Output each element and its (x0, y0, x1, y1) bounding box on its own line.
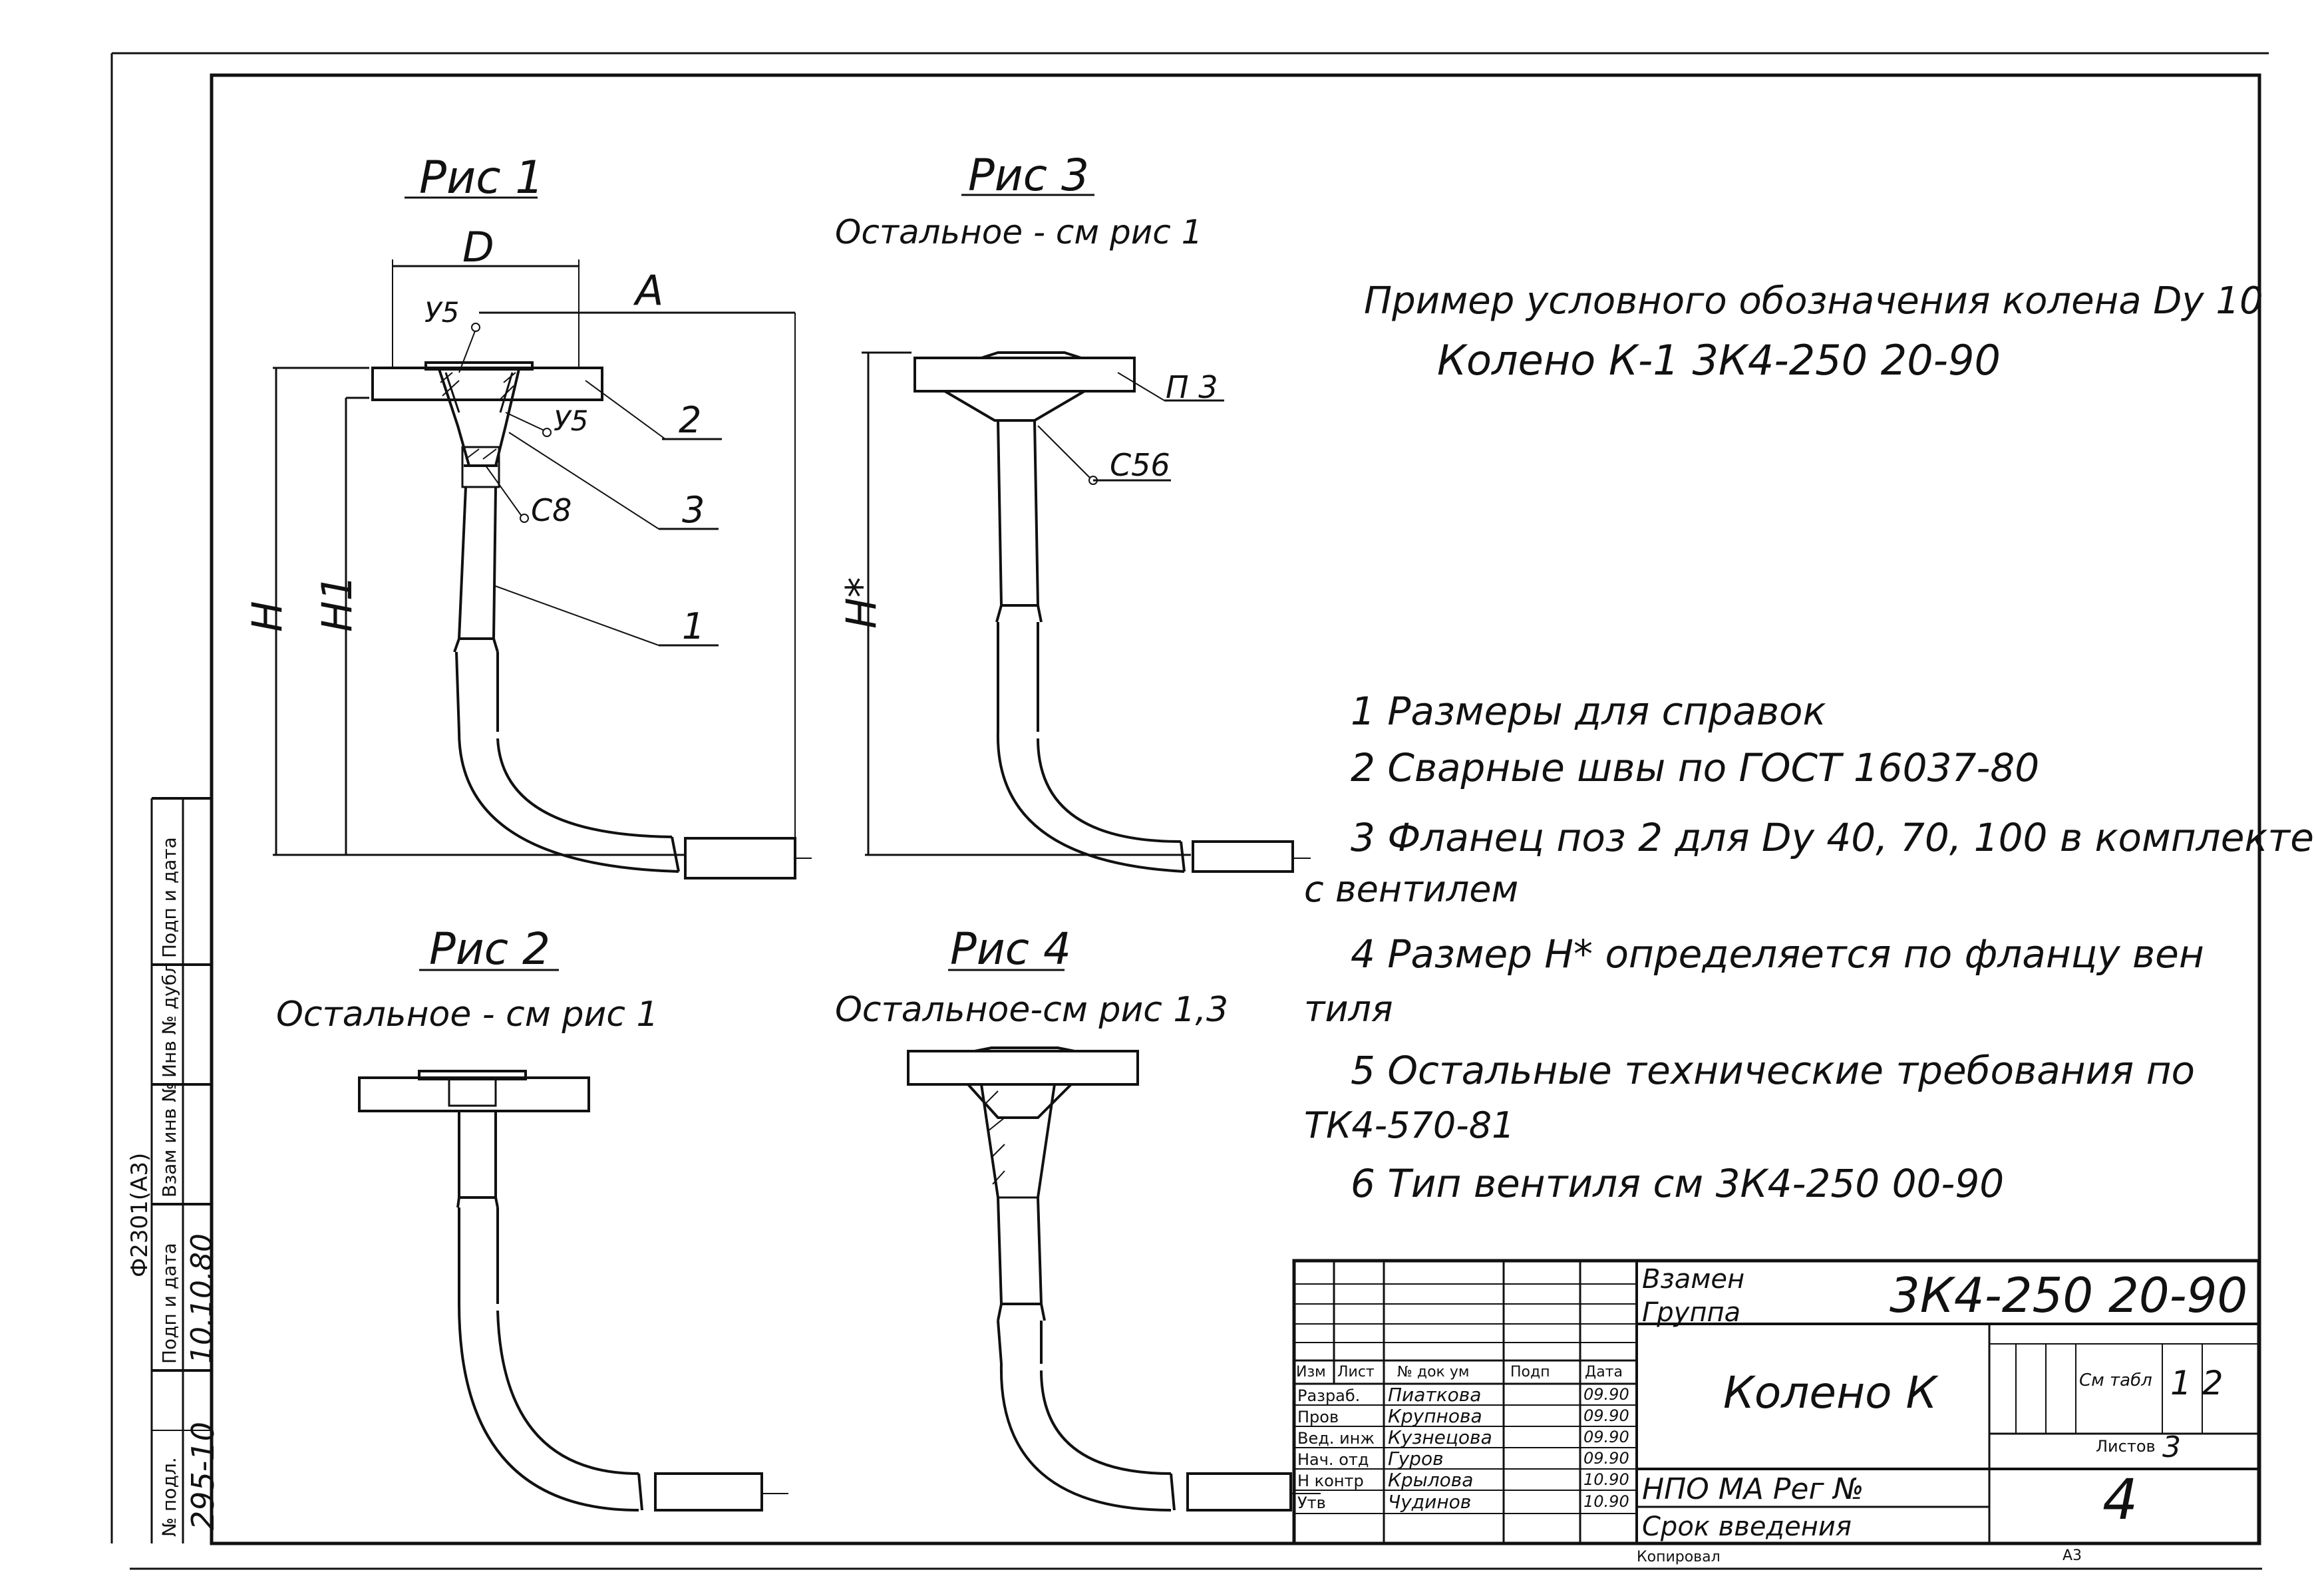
tb-row-date: 09.90 (1583, 1406, 1629, 1425)
tb-replace-label: Взамен (1642, 1264, 1745, 1295)
fig1-weld-right: У5 (554, 404, 589, 437)
strip-replace-inv-label: Взам инв № (158, 1082, 180, 1197)
tb-row-date: 09.90 (1583, 1385, 1629, 1404)
tb-doc-code: 3К4-250 20-90 (1890, 1267, 2248, 1323)
sheet-frame (210, 73, 2261, 1545)
tb-sheet-label: См табл (2079, 1370, 2152, 1390)
fig1-drawing (273, 196, 812, 879)
note-5: 5 Остальные технические требования по (1351, 1048, 2196, 1093)
fig3-drawing (862, 194, 1311, 873)
designation-line2: Колено К-1 3К4-250 20-90 (1437, 336, 2001, 385)
tb-hdr-list: Лист (1337, 1364, 1375, 1380)
tb-row-name: Пиаткова (1388, 1384, 1482, 1406)
strip-sign-value: 10.10.80 (185, 1233, 219, 1364)
note-4-cont: тиля (1304, 988, 1393, 1030)
note-3-cont: с вентилем (1304, 868, 1519, 910)
tb-row-name: Крупнова (1388, 1405, 1482, 1427)
strip-inv-orig-label: № подл. (158, 1457, 180, 1537)
fig2-title: Рис 2 (429, 923, 550, 975)
tb-row-date: 09.90 (1583, 1428, 1629, 1446)
tb-hdr-docno: № док ум (1397, 1364, 1470, 1380)
fig1-pos2: 2 (679, 399, 702, 441)
tb-page: 4 (2102, 1467, 2138, 1532)
note-1: 1 Размеры для справок (1351, 689, 1826, 734)
note-5-cont: ТК4-570-81 (1304, 1104, 1515, 1146)
tb-doc-name: Колено К (1723, 1367, 1937, 1418)
note-6: 6 Тип вентиля см 3К4-250 00-90 (1351, 1161, 2005, 1206)
tb-row-role: Утв (1297, 1494, 1326, 1512)
fig4-note: Остальное-см рис 1,3 (835, 990, 1229, 1030)
format-code: Ф2301(А3) (126, 1152, 153, 1277)
fig3-weld-p3: П 3 (1166, 369, 1218, 405)
tb-org: НПО МА Рег № (1642, 1472, 1864, 1506)
note-4: 4 Размер H* определяется по фланцу вен (1351, 931, 2204, 977)
tb-row-name: Гуров (1388, 1448, 1444, 1470)
strip-inv-dup-label: Инв № дубл (158, 962, 180, 1078)
note-2: 2 Сварные швы по ГОСТ 16037-80 (1351, 745, 2040, 790)
strip-sign-date2-label: Подп и дата (158, 837, 180, 958)
tb-row-name: Крылова (1388, 1469, 1474, 1491)
tb-row-role: Нач. отд (1297, 1450, 1369, 1469)
fig1-dim-h1: H1 (313, 574, 361, 632)
tb-row-role: Н контр (1297, 1472, 1364, 1490)
fig1-weld-c8: С8 (531, 492, 572, 528)
title-block-lines (1292, 1259, 2261, 1545)
tb-row-date: 10.90 (1583, 1470, 1629, 1489)
tb-sheets-total-label: Листов (2096, 1437, 2156, 1456)
strip-inv-value: 295-10 (185, 1422, 221, 1530)
strip-sign-date-label: Подп и дата (158, 1243, 180, 1364)
tb-row-name: Кузнецова (1388, 1426, 1492, 1448)
fig1-weld-top: У5 (424, 296, 460, 329)
fig3-weld-c56: С56 (1110, 447, 1170, 483)
fig1-title: Рис 1 (419, 152, 544, 204)
fig4-title: Рис 4 (950, 923, 1071, 975)
tb-row-date: 09.90 (1583, 1449, 1629, 1468)
tb-intro: Срок введения (1642, 1512, 1852, 1542)
fig1-dim-h: H (243, 601, 291, 632)
tb-row-role: Разраб. (1297, 1386, 1361, 1405)
fig1-pos1: 1 (682, 605, 705, 647)
tb-sheet-values: 1 2 (2170, 1364, 2224, 1402)
note-3: 3 Фланец поз 2 для Dу 40, 70, 100 в комп… (1351, 815, 2314, 860)
fig3-dim-h: H* (837, 577, 886, 629)
fig1-dim-d: D (462, 223, 494, 271)
tb-row-name: Чудинов (1388, 1491, 1472, 1513)
tb-hdr-date: Дата (1585, 1364, 1623, 1380)
fig1-pos3: 3 (682, 489, 705, 531)
fig3-title: Рис 3 (968, 150, 1089, 201)
fig1-dim-a: A (635, 266, 664, 315)
tb-row-role: Вед. инж (1297, 1429, 1375, 1448)
tb-format: А3 (2063, 1547, 2082, 1564)
tb-group-label: Группа (1642, 1297, 1741, 1328)
designation-line1: Пример условного обозначения колена Dу 1… (1364, 279, 2263, 323)
tb-sheets-total: 3 (2162, 1430, 2181, 1464)
tb-hdr-sign: Подп (1510, 1364, 1550, 1380)
fig2-drawing (358, 969, 788, 1512)
tb-row-role: Пров (1297, 1408, 1339, 1426)
fig3-note: Остальное - см рис 1 (835, 213, 1203, 251)
tb-row-date: 10.90 (1583, 1492, 1629, 1511)
tb-copied: Копировал (1637, 1549, 1721, 1565)
tb-hdr-izm: Изм (1296, 1364, 1326, 1380)
fig2-note: Остальное - см рис 1 (276, 995, 659, 1035)
fig4-drawing (907, 969, 1321, 1512)
